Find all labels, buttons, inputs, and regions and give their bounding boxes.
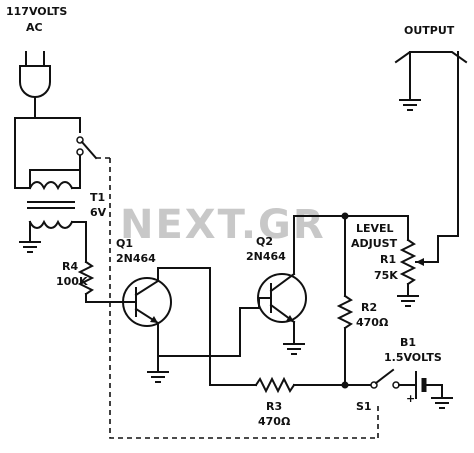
wire-q1-collector: [157, 267, 211, 386]
label-r2-value: 470Ω: [356, 316, 389, 329]
label-q1-part: 2N464: [116, 252, 156, 265]
label-r3-ref: R3: [266, 400, 282, 413]
transistor-q2: [239, 272, 307, 324]
ac-plug: [19, 51, 51, 113]
resistor-r3: [209, 376, 346, 394]
label-b1-ref: B1: [400, 336, 416, 349]
label-r4-ref: R4: [62, 260, 78, 273]
output-terminals: [394, 51, 468, 111]
label-q1-ref: Q1: [116, 237, 133, 250]
label-r3-value: 470Ω: [258, 415, 291, 428]
wire-r1-output: [437, 69, 459, 263]
switch-s1: [370, 368, 400, 389]
label-s1-ref: S1: [356, 400, 372, 413]
wire-q1-q2-link: [157, 307, 241, 357]
wire-to-r1: [344, 215, 409, 241]
label-b1-plus: +: [406, 392, 415, 405]
battery-b1: [415, 371, 453, 409]
linkage-dashed: [109, 158, 378, 439]
ground-q2: [283, 343, 305, 355]
label-q2-part: 2N464: [246, 250, 286, 263]
label-r4-value: 100K: [56, 275, 88, 288]
ground-transformer: [19, 241, 41, 253]
power-cord: [14, 111, 81, 189]
label-r2-ref: R2: [361, 301, 377, 314]
label-r1-ref: R1: [380, 253, 396, 266]
wire-r4-base: [85, 293, 125, 303]
transistor-q1: [122, 277, 172, 327]
label-t1-value: 6V: [90, 206, 107, 219]
power-switch: [76, 136, 98, 160]
label-source-ac: AC: [26, 21, 43, 34]
label-output: OUTPUT: [404, 24, 455, 37]
label-source-voltage: 117VOLTS: [6, 5, 67, 18]
label-adjust: ADJUST: [351, 237, 398, 250]
label-r1-value: 75K: [374, 269, 398, 282]
label-b1-value: 1.5VOLTS: [384, 351, 442, 364]
wire-q2-collector: [293, 215, 346, 275]
resistor-r4: [77, 260, 95, 296]
label-level: LEVEL: [356, 222, 394, 235]
resistor-r2: [336, 215, 354, 386]
label-t1-ref: T1: [90, 191, 105, 204]
watermark: NEXT.GR: [120, 202, 326, 248]
transformer-t1: [27, 169, 87, 241]
ground-q1: [147, 355, 169, 383]
label-q2-ref: Q2: [256, 235, 273, 248]
potentiometer-r1: [397, 238, 439, 307]
